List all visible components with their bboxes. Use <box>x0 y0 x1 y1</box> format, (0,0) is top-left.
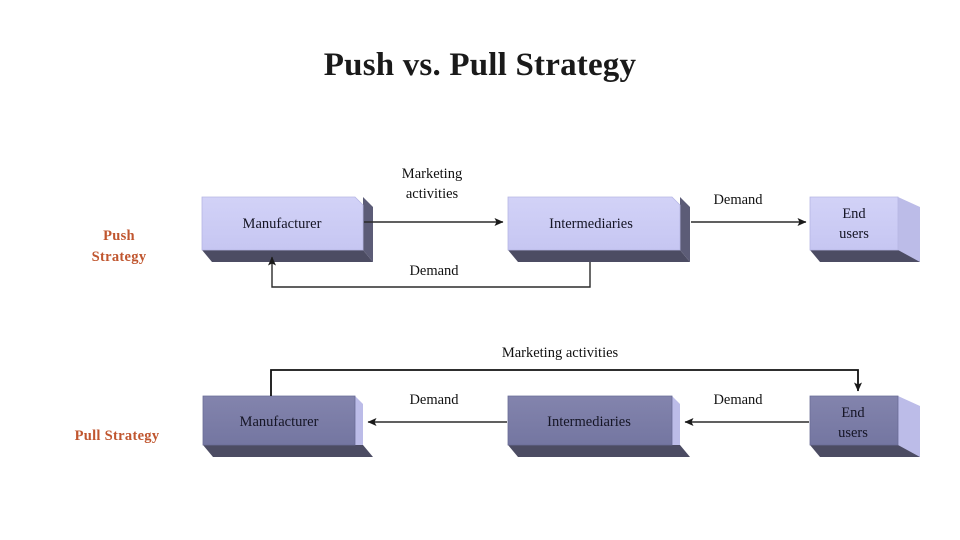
pull-demand-right-label: Demand <box>713 392 763 408</box>
push-manufacturer-side <box>363 197 373 262</box>
push-manufacturer-label: Manufacturer <box>243 216 322 232</box>
pull-end-users-side <box>898 396 920 457</box>
push-node-end-users[interactable]: End users <box>809 196 920 262</box>
push-manufacturer-face <box>201 196 364 251</box>
push-end-users-label-line2: users <box>839 226 869 242</box>
push-node-intermediaries[interactable]: Intermediaries <box>507 196 690 262</box>
pull-strategy-label: Pull Strategy <box>75 428 160 444</box>
push-marketing-label-line2: activities <box>406 186 459 202</box>
push-intermediaries-side <box>680 197 690 262</box>
push-strategy-label-line1: Push <box>103 228 135 244</box>
page-title: Push vs. Pull Strategy <box>324 47 637 83</box>
pull-end-users-face <box>809 395 899 446</box>
push-end-users-shadow <box>810 250 920 262</box>
push-intermediaries-label: Intermediaries <box>549 216 633 232</box>
pull-marketing-path <box>270 369 862 396</box>
pull-manufacturer-face <box>202 395 356 446</box>
push-strategy-label-line2: Strategy <box>92 249 147 265</box>
pull-end-users-shadow <box>810 445 920 457</box>
pull-edge-marketing-activities: Marketing activities <box>270 345 862 396</box>
pull-intermediaries-side <box>672 396 680 445</box>
push-demand-feedback-path <box>268 256 591 288</box>
push-manufacturer-shadow <box>202 250 373 262</box>
push-demand-feedback-label: Demand <box>409 263 459 279</box>
pull-intermediaries-shadow <box>508 445 690 457</box>
push-marketing-label-line1: Marketing <box>402 166 462 182</box>
pull-demand-left-label: Demand <box>409 392 459 408</box>
pull-marketing-label: Marketing activities <box>502 345 619 361</box>
push-intermediaries-shadow <box>508 250 690 262</box>
push-intermediaries-face <box>507 196 681 251</box>
pull-manufacturer-shadow <box>203 445 373 457</box>
pull-edge-demand-to-intermediaries: Demand <box>684 392 809 426</box>
push-strategy-section: Push Strategy Manufacturer Intermediarie… <box>92 166 920 288</box>
pull-node-end-users[interactable]: End users <box>809 395 920 457</box>
push-end-users-side <box>898 197 920 262</box>
pull-edge-demand-to-manufacturer: Demand <box>367 392 507 426</box>
push-demand-top-label: Demand <box>713 192 763 208</box>
pull-intermediaries-face <box>507 395 673 446</box>
pull-end-users-label-line1: End <box>841 405 865 421</box>
pull-strategy-section: Pull Strategy Manufacturer Intermediarie… <box>75 345 920 457</box>
push-edge-demand-feedback: Demand <box>268 256 591 288</box>
push-end-users-face <box>809 196 899 251</box>
pull-node-intermediaries[interactable]: Intermediaries <box>507 395 690 457</box>
push-end-users-label-line1: End <box>842 206 866 222</box>
pull-node-manufacturer[interactable]: Manufacturer <box>202 395 373 457</box>
push-edge-marketing-activities: Marketing activities <box>364 166 504 226</box>
push-edge-demand-to-end-users: Demand <box>691 192 807 226</box>
pull-manufacturer-label: Manufacturer <box>240 414 319 430</box>
pull-manufacturer-side <box>355 396 363 445</box>
push-node-manufacturer[interactable]: Manufacturer <box>201 196 373 262</box>
pull-end-users-label-line2: users <box>838 425 868 441</box>
pull-intermediaries-label: Intermediaries <box>547 414 631 430</box>
